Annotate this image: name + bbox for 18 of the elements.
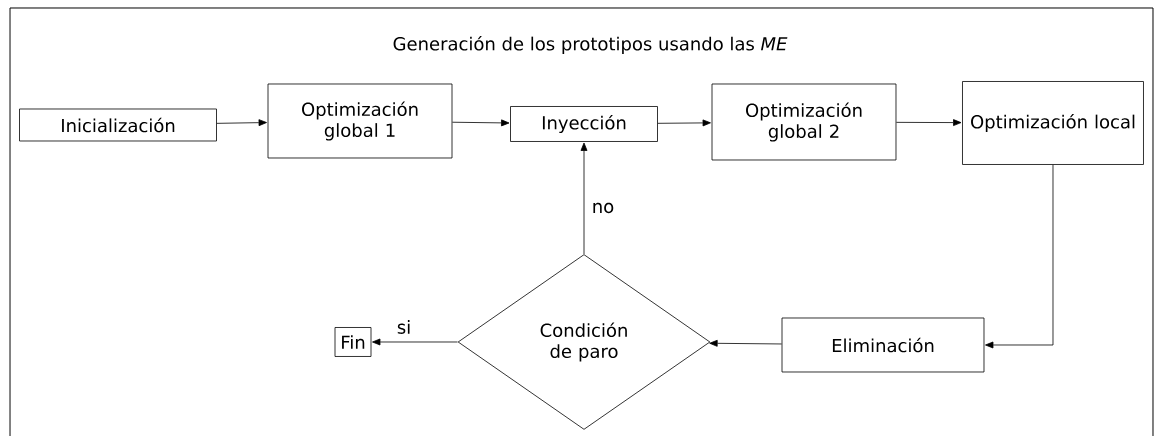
process-box: Optimización global 2 [711, 83, 897, 161]
process-box: Optimización global 1 [267, 83, 453, 159]
edge-label: no [590, 201, 616, 215]
arrow [580, 142, 588, 255]
process-box: Inyección [510, 106, 658, 142]
arrow [896, 119, 962, 126]
arrow [985, 164, 1054, 349]
end-box: Fin [334, 327, 372, 357]
arrow [216, 119, 267, 127]
edge-label: si [395, 319, 413, 335]
arrow [372, 338, 458, 346]
process-box: Optimización local [962, 81, 1144, 165]
arrow [452, 119, 510, 127]
arrow [709, 339, 782, 347]
arrow [657, 119, 711, 127]
process-box: Inicialización [19, 108, 217, 142]
process-box: Eliminación [781, 317, 985, 373]
title: Generación de los prototipos usando las ME [393, 35, 788, 55]
